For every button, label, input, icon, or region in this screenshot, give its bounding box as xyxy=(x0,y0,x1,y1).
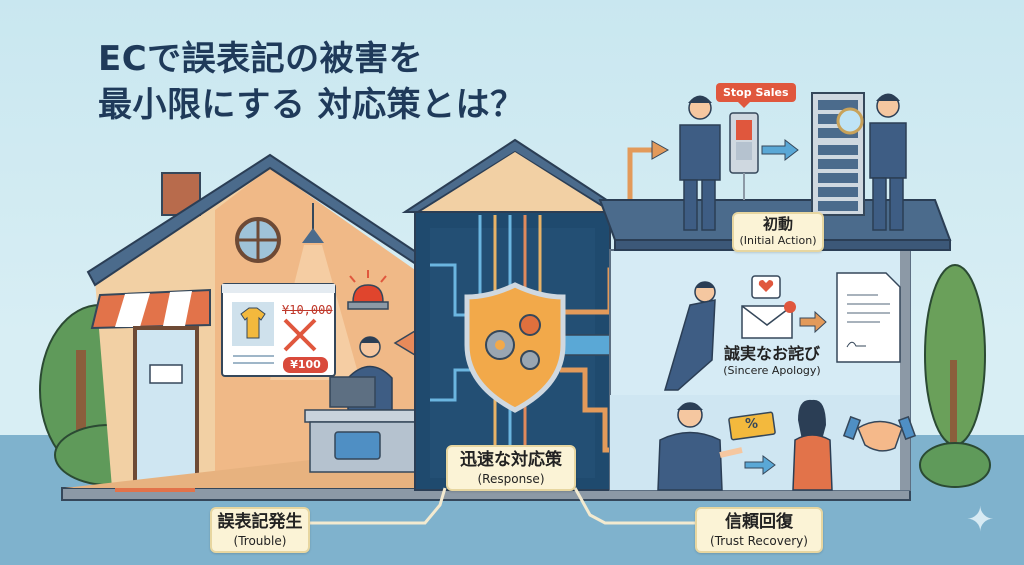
label-trust-recovery-en: (Trust Recovery) xyxy=(710,534,808,548)
bowing-man xyxy=(663,281,716,391)
title-line-2: 最小限にする 対応策とは？ xyxy=(98,85,525,125)
label-response-jp: 迅速な対応策 xyxy=(460,450,562,470)
label-trouble: 誤表記発生 (Trouble) xyxy=(210,507,310,553)
label-initial-action-en: (Initial Action) xyxy=(739,234,817,247)
label-response-en: (Response) xyxy=(477,472,545,486)
label-apology: 誠実なお詫び (Sincere Apology) xyxy=(712,344,832,378)
price-error-window xyxy=(221,283,336,377)
label-trouble-jp: 誤表記発生 xyxy=(217,512,303,532)
tree-right-icon xyxy=(919,264,991,488)
sparkle-icon: ✦ xyxy=(966,500,995,540)
label-trouble-en: (Trouble) xyxy=(233,534,287,548)
title-line-1: ECで誤表記の被害を xyxy=(98,39,424,79)
handshake-icon xyxy=(842,415,917,452)
businessman xyxy=(657,402,743,491)
shield-gears-icon xyxy=(464,282,566,413)
initial-action-scene xyxy=(679,92,907,231)
label-initial-action-jp: 初動 xyxy=(762,215,793,233)
new-price: ¥100 xyxy=(290,358,321,371)
label-initial-action: 初動 (Initial Action) xyxy=(732,212,824,252)
credit-card-icon xyxy=(334,431,381,460)
worker-switch xyxy=(679,95,721,231)
shop-door xyxy=(133,326,199,488)
stop-switch-icon xyxy=(729,112,759,200)
stop-sales-bubble: Stop Sales xyxy=(716,83,796,108)
heart-icon xyxy=(758,280,774,292)
shop-house xyxy=(65,153,461,492)
page-title: ECで誤表記の被害を 最小限にする 対応策とは？ xyxy=(98,36,525,128)
label-response: 迅速な対応策 (Response) xyxy=(446,445,576,491)
response-core xyxy=(401,138,670,491)
worker-inspect xyxy=(869,93,907,231)
label-apology-en: (Sincere Apology) xyxy=(723,364,821,377)
trust-recovery-scene xyxy=(657,399,917,491)
coupon-percent: % xyxy=(745,417,759,432)
label-apology-jp: 誠実なお詫び xyxy=(723,344,820,363)
magnifier-icon xyxy=(836,107,864,135)
envelope-icon xyxy=(741,301,796,339)
apology-scene xyxy=(663,272,901,391)
tshirt-icon xyxy=(240,307,266,339)
document-icon xyxy=(836,272,901,363)
coupon-icon xyxy=(728,411,776,441)
awning-icon xyxy=(90,288,211,330)
alarm-siren-icon xyxy=(347,270,389,310)
customer-woman xyxy=(792,399,833,491)
old-price: ¥10,000 xyxy=(282,303,333,317)
label-trust-recovery: 信頼回復 (Trust Recovery) xyxy=(695,507,823,553)
label-trust-recovery-jp: 信頼回復 xyxy=(725,512,793,532)
